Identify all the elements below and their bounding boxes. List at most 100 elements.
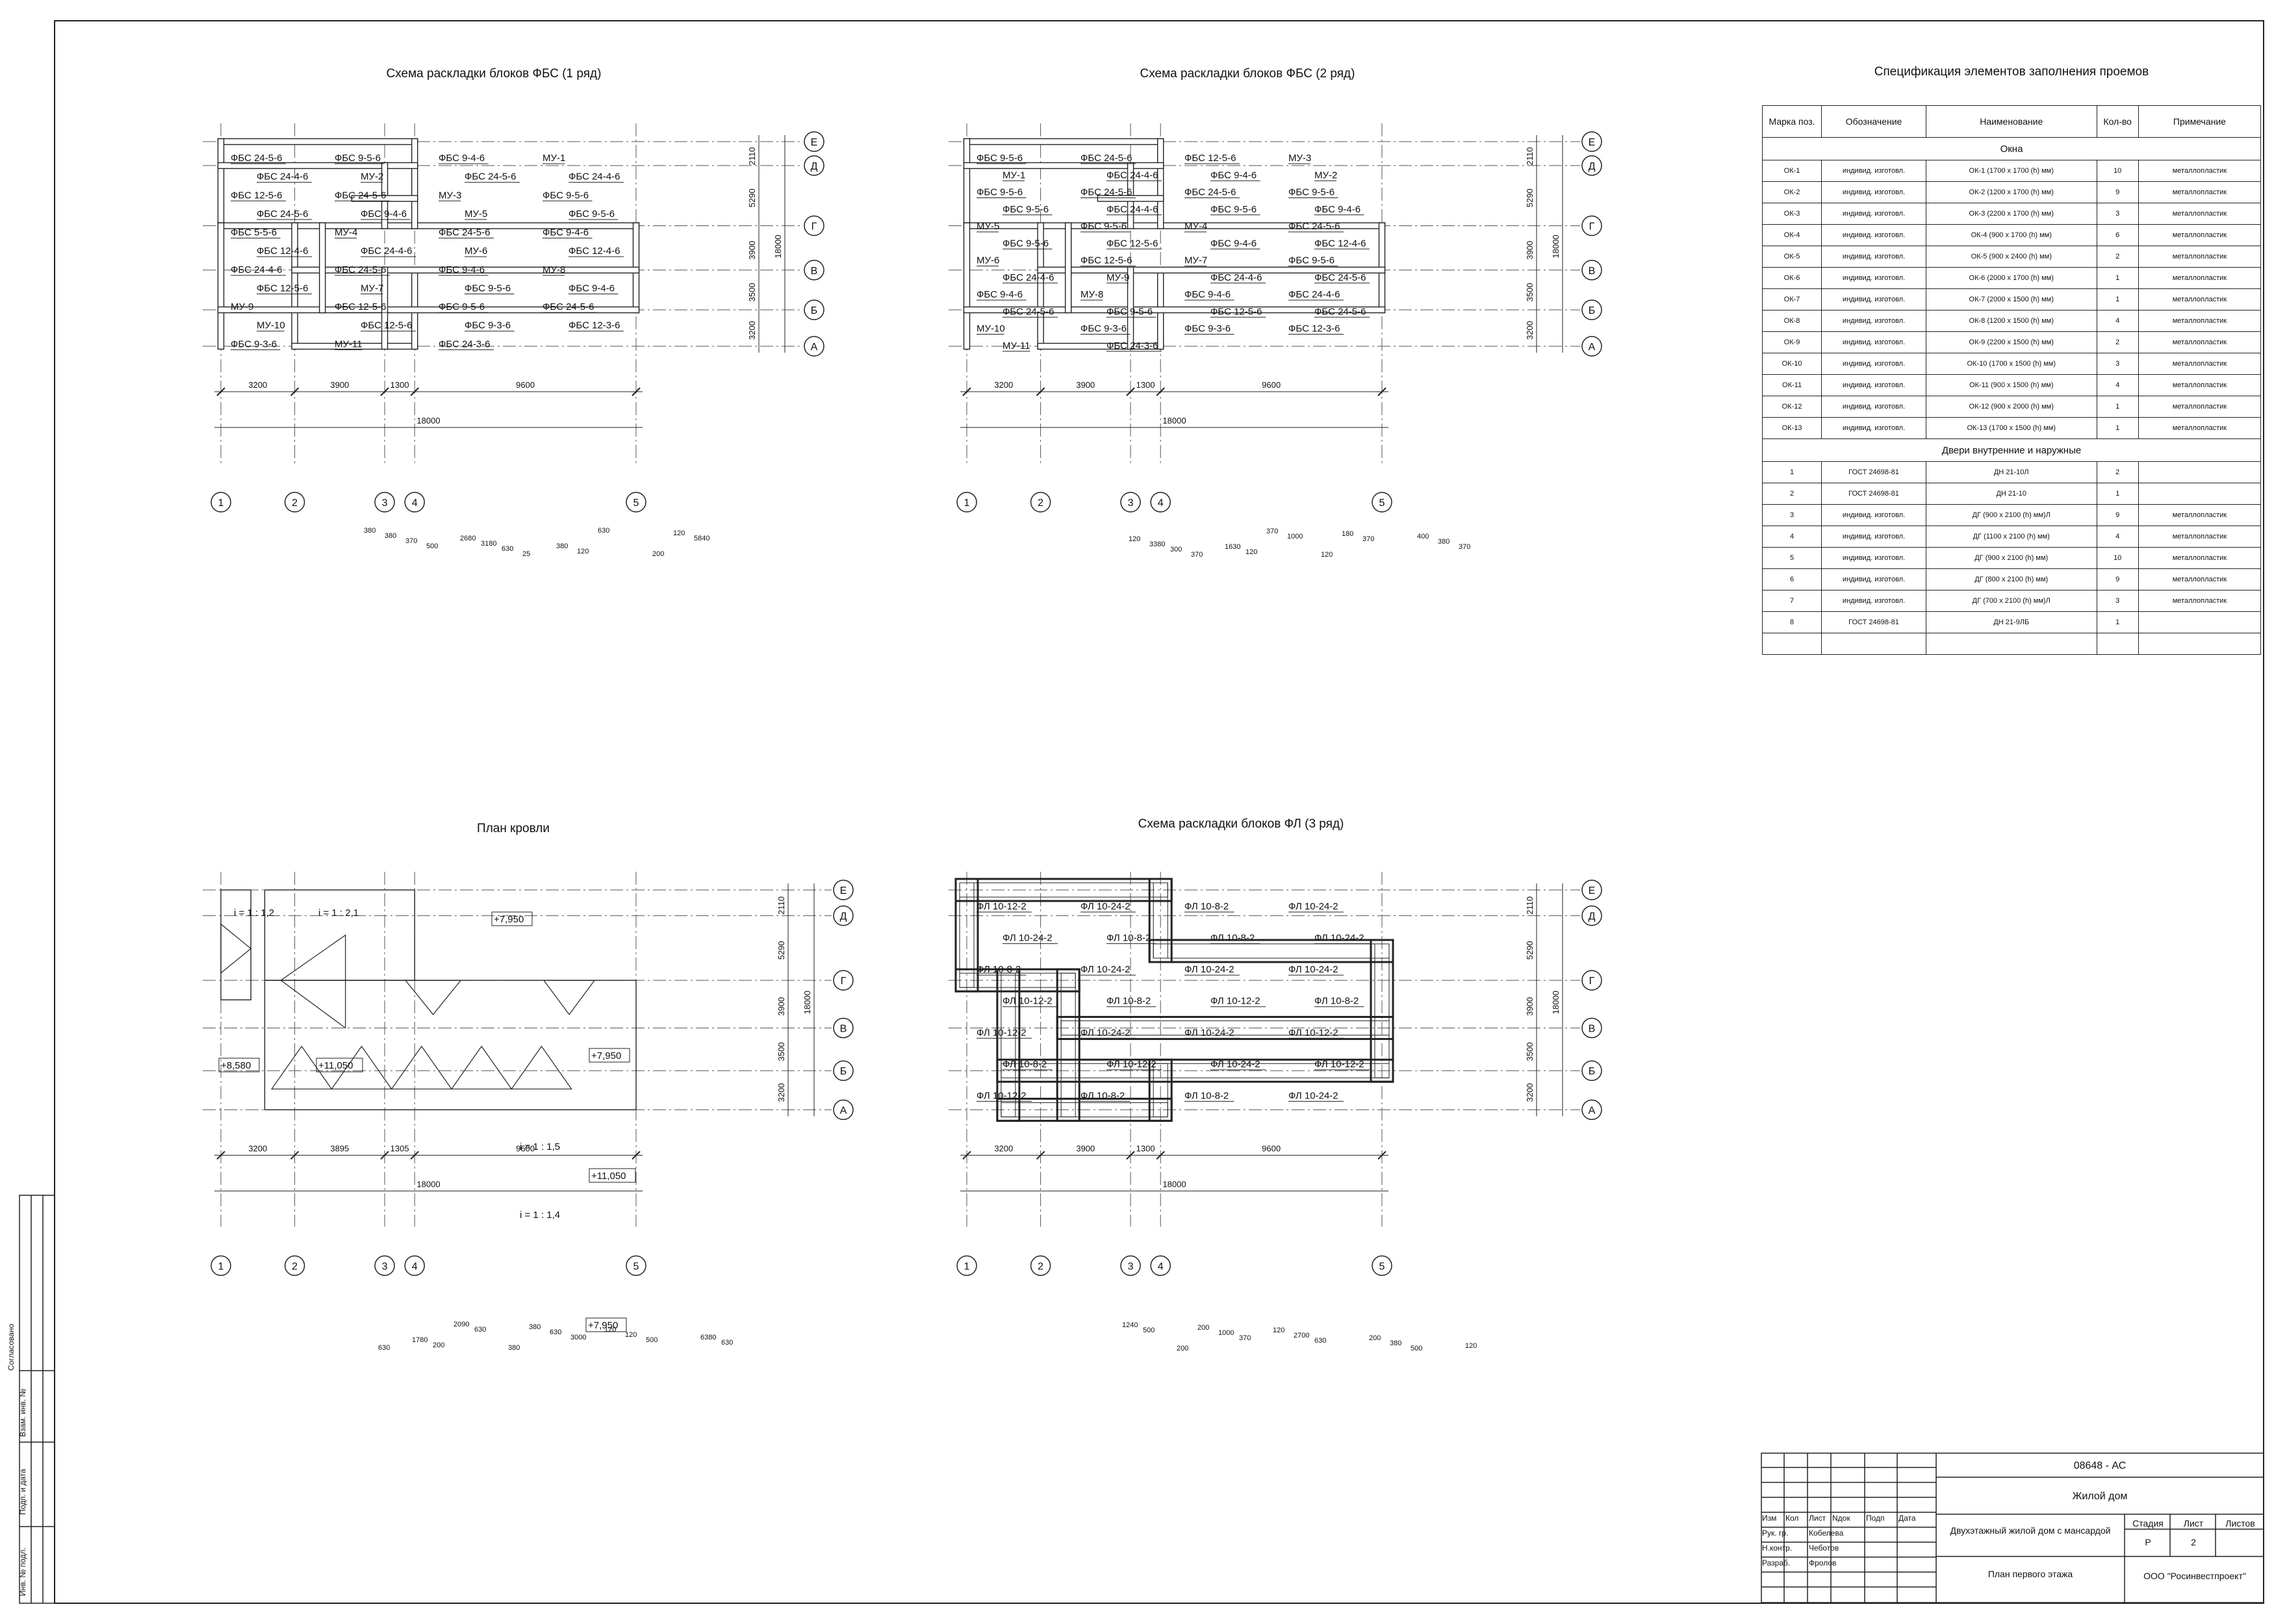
fbs1-label: ФБС 9-4-6 <box>568 283 615 294</box>
spec-cell: индивид. изготовл. <box>1821 224 1926 246</box>
axis-bubble-row <box>1581 1017 1602 1039</box>
spec-cell: индивид. изготовл. <box>1821 417 1926 439</box>
spec-cell: 1 <box>1761 461 1822 483</box>
dim-text: 3200 <box>248 380 267 390</box>
fbs2-label: ФБС 9-4-6 <box>1314 204 1361 215</box>
axis-bubble-col <box>284 492 305 513</box>
roof-level-box <box>316 1058 363 1072</box>
spec-cell: ОК-8 (1200 х 1500 (h) мм) <box>1925 310 2097 332</box>
axis-bubble-col <box>1372 1255 1392 1276</box>
dim-tick <box>1377 1150 1386 1160</box>
wall <box>1037 266 1386 273</box>
doc-code: 08648 - АС <box>2073 1460 2127 1471</box>
dim-text-row: 3900 <box>747 241 757 260</box>
fl-label: ФЛ 10-8-2 <box>1314 996 1359 1007</box>
fbs2-label: ФБС 9-5-6 <box>1106 306 1153 317</box>
fbs1-label: ФБС 9-4-6 <box>361 209 407 220</box>
dim-misc: 120 <box>1246 548 1257 556</box>
dim-tick <box>1126 1150 1135 1160</box>
dim-text: 3200 <box>994 1143 1013 1153</box>
fbs1-label: МУ-2 <box>361 171 383 183</box>
fbs1-label: ФБС 9-5-6 <box>439 301 485 312</box>
spec-cell: ОК-9 (2200 х 1500 (h) мм) <box>1925 331 2097 353</box>
spec-cell: ДГ (900 х 2100 (h) мм) <box>1925 547 2097 569</box>
fbs2-label: ФБС 12-5-6 <box>1080 255 1132 266</box>
wall <box>1097 195 1164 202</box>
roof-level-box <box>218 1058 260 1072</box>
spec-header-3: Кол-во <box>2096 105 2139 138</box>
axis-bubble-col <box>1030 1255 1051 1276</box>
spec-cell: индивид. изготовл. <box>1821 267 1926 289</box>
roof-hip <box>280 934 346 1029</box>
dim-misc: 3000 <box>570 1334 586 1341</box>
spec-cell: ОК-7 <box>1761 288 1822 311</box>
spec-cell: ДГ (800 х 2100 (h) мм) <box>1925 568 2097 590</box>
fl-label: ФЛ 10-24-2 <box>1184 1027 1234 1038</box>
axis-label-col: 3 <box>382 1261 388 1272</box>
axis-bubble-row <box>804 131 824 152</box>
spec-cell: ДН 21-10 <box>1925 483 2097 505</box>
axis-label-row: Е <box>1589 885 1596 896</box>
dim-misc: 500 <box>646 1336 658 1344</box>
tb-role: Рук. гр. <box>1762 1529 1789 1538</box>
spec-cell: металлопластик <box>2138 331 2262 353</box>
axis-label-row: Д <box>811 161 818 172</box>
dim-tick <box>216 1150 225 1160</box>
spec-cell: 3 <box>2096 590 2139 612</box>
axis-label-col: 1 <box>964 1261 970 1272</box>
axis-bubble-col <box>626 1255 646 1276</box>
dim-total: 18000 <box>416 416 440 425</box>
fl-label: ФЛ 10-12-2 <box>977 1027 1027 1038</box>
dim-tick <box>1036 1150 1045 1160</box>
spec-header-0: Марка поз. <box>1761 105 1822 138</box>
spec-cell: 2 <box>2096 461 2139 483</box>
fl-strip <box>1056 1015 1394 1040</box>
roof-label: i = 1 : 2,1 <box>318 907 359 919</box>
dim-misc: 630 <box>550 1328 561 1336</box>
dim-text-row: 5290 <box>1525 941 1535 959</box>
spec-cell-empty <box>2138 633 2262 655</box>
roof-hip <box>331 1045 392 1090</box>
spec-cell: индивид. изготовл. <box>1821 310 1926 332</box>
spec-cell: индивид. изготовл. <box>1821 547 1926 569</box>
fbs2-label: ФБС 9-5-6 <box>1210 204 1257 215</box>
dim-misc: 630 <box>378 1344 390 1352</box>
axis-label-col: 2 <box>292 1261 298 1272</box>
wall <box>217 138 225 229</box>
plan-title-fbs2: Схема раскладки блоков ФБС (2 ряд) <box>1140 67 1355 81</box>
dim-text: 3900 <box>1076 1143 1095 1153</box>
axis-label-row: В <box>1589 266 1596 277</box>
roof-hip <box>450 1045 513 1090</box>
dim-tick <box>962 387 971 396</box>
stage-value: Р <box>2145 1537 2151 1547</box>
axis-label-row: Б <box>811 305 818 316</box>
axis-label-col: 4 <box>412 1261 418 1272</box>
axis-bubble-row <box>804 260 824 281</box>
fbs1-label: ФБС 24-5-6 <box>335 190 386 201</box>
spec-cell: 1 <box>2096 396 2139 418</box>
dim-misc: 3380 <box>1149 540 1165 548</box>
dim-misc: 370 <box>1362 535 1374 543</box>
spec-cell: индивид. изготовл. <box>1821 568 1926 590</box>
dim-misc: 5840 <box>694 535 709 542</box>
dim-tick <box>1377 387 1386 396</box>
fbs1-label: ФБС 9-3-6 <box>465 320 511 331</box>
spec-cell: индивид. изготовл. <box>1821 288 1926 311</box>
spec-cell: металлопластик <box>2138 181 2262 203</box>
dim-misc: 630 <box>502 545 513 553</box>
fbs1-label: ФБС 12-5-6 <box>231 190 282 201</box>
axis-label-row: Е <box>840 885 847 896</box>
dim-misc: 1000 <box>1287 533 1303 540</box>
axis-bubble-row <box>833 1017 854 1039</box>
fbs2-label: МУ-11 <box>1003 340 1030 351</box>
spec-cell: индивид. изготовл. <box>1821 374 1926 396</box>
fbs2-label: ФБС 9-5-6 <box>1288 255 1335 266</box>
spec-section-doors: Двери внутренние и наружные <box>1762 438 2261 462</box>
spec-cell <box>2138 461 2262 483</box>
spec-cell: металлопластик <box>2138 504 2262 526</box>
spec-cell: 8 <box>1761 611 1822 633</box>
wall <box>381 266 389 350</box>
